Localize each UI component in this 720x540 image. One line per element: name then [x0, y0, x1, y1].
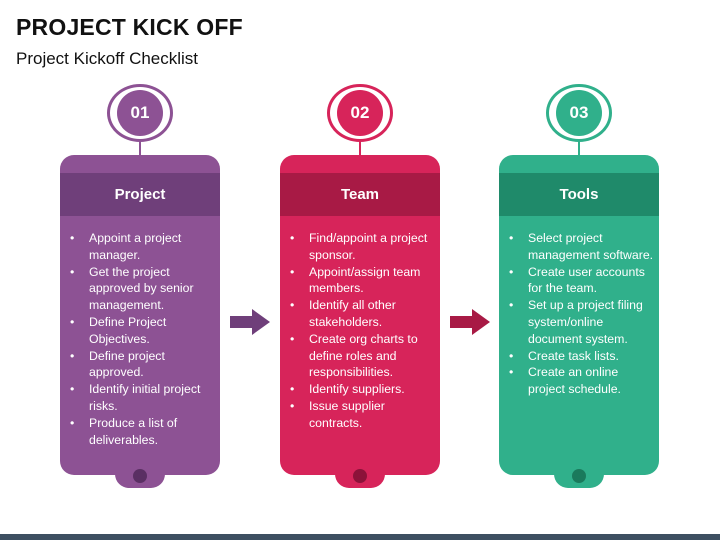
checklist-item: Create task lists. — [507, 348, 655, 365]
arrow-right-icon — [450, 309, 490, 335]
step-number: 02 — [337, 90, 383, 136]
step-card-tools: 03 Tools Select project management softw… — [499, 84, 659, 489]
step-heading: Project — [60, 173, 220, 216]
checklist-item: Issue supplier contracts. — [288, 398, 436, 432]
step-checklist: Appoint a project manager. Get the proje… — [68, 230, 216, 448]
checklist-item: Appoint a project manager. — [68, 230, 216, 264]
checklist-item: Identify suppliers. — [288, 381, 436, 398]
step-number-ring: 02 — [327, 84, 393, 142]
step-number: 01 — [117, 90, 163, 136]
checklist-item: Get the project approved by senior manag… — [68, 264, 216, 314]
checklist-item: Set up a project filing system/online do… — [507, 297, 655, 347]
footer-bar — [0, 534, 720, 540]
connector-line — [359, 139, 361, 157]
step-card-project: 01 Project Appoint a project manager. Ge… — [60, 84, 220, 489]
checklist-item: Identify all other stakeholders. — [288, 297, 436, 331]
card-dot-icon — [133, 469, 147, 483]
checklist-item: Create user accounts for the team. — [507, 264, 655, 298]
checklist: Appoint a project manager. Get the proje… — [68, 230, 216, 448]
checklist-item: Define project approved. — [68, 348, 216, 382]
page-subtitle: Project Kickoff Checklist — [16, 49, 199, 68]
checklist-item: Create an online project schedule. — [507, 364, 655, 398]
step-number: 03 — [556, 90, 602, 136]
step-card-team: 02 Team Find/appoint a project sponsor. … — [280, 84, 440, 489]
checklist-item: Identify initial project risks. — [68, 381, 216, 415]
checklist-item: Produce a list of deliverables. — [68, 415, 216, 449]
connector-line — [139, 139, 141, 157]
step-number-ring: 01 — [107, 84, 173, 142]
step-checklist: Select project management software. Crea… — [507, 230, 655, 398]
step-checklist: Find/appoint a project sponsor. Appoint/… — [288, 230, 436, 432]
card-dot-icon — [353, 469, 367, 483]
checklist-item: Find/appoint a project sponsor. — [288, 230, 436, 264]
step-heading: Team — [280, 173, 440, 216]
checklist-item: Define Project Objectives. — [68, 314, 216, 348]
checklist: Find/appoint a project sponsor. Appoint/… — [288, 230, 436, 432]
connector-line — [578, 139, 580, 157]
checklist-item: Create org charts to define roles and re… — [288, 331, 436, 381]
page-title: PROJECT KICK OFF — [16, 14, 243, 40]
checklist: Select project management software. Crea… — [507, 230, 655, 398]
step-card-body: Project Appoint a project manager. Get t… — [60, 155, 220, 475]
step-number-ring: 03 — [546, 84, 612, 142]
arrow-right-icon — [230, 309, 270, 335]
step-heading: Tools — [499, 173, 659, 216]
checklist-item: Appoint/assign team members. — [288, 264, 436, 298]
step-card-body: Tools Select project management software… — [499, 155, 659, 475]
checklist-item: Select project management software. — [507, 230, 655, 264]
card-dot-icon — [572, 469, 586, 483]
step-card-body: Team Find/appoint a project sponsor. App… — [280, 155, 440, 475]
